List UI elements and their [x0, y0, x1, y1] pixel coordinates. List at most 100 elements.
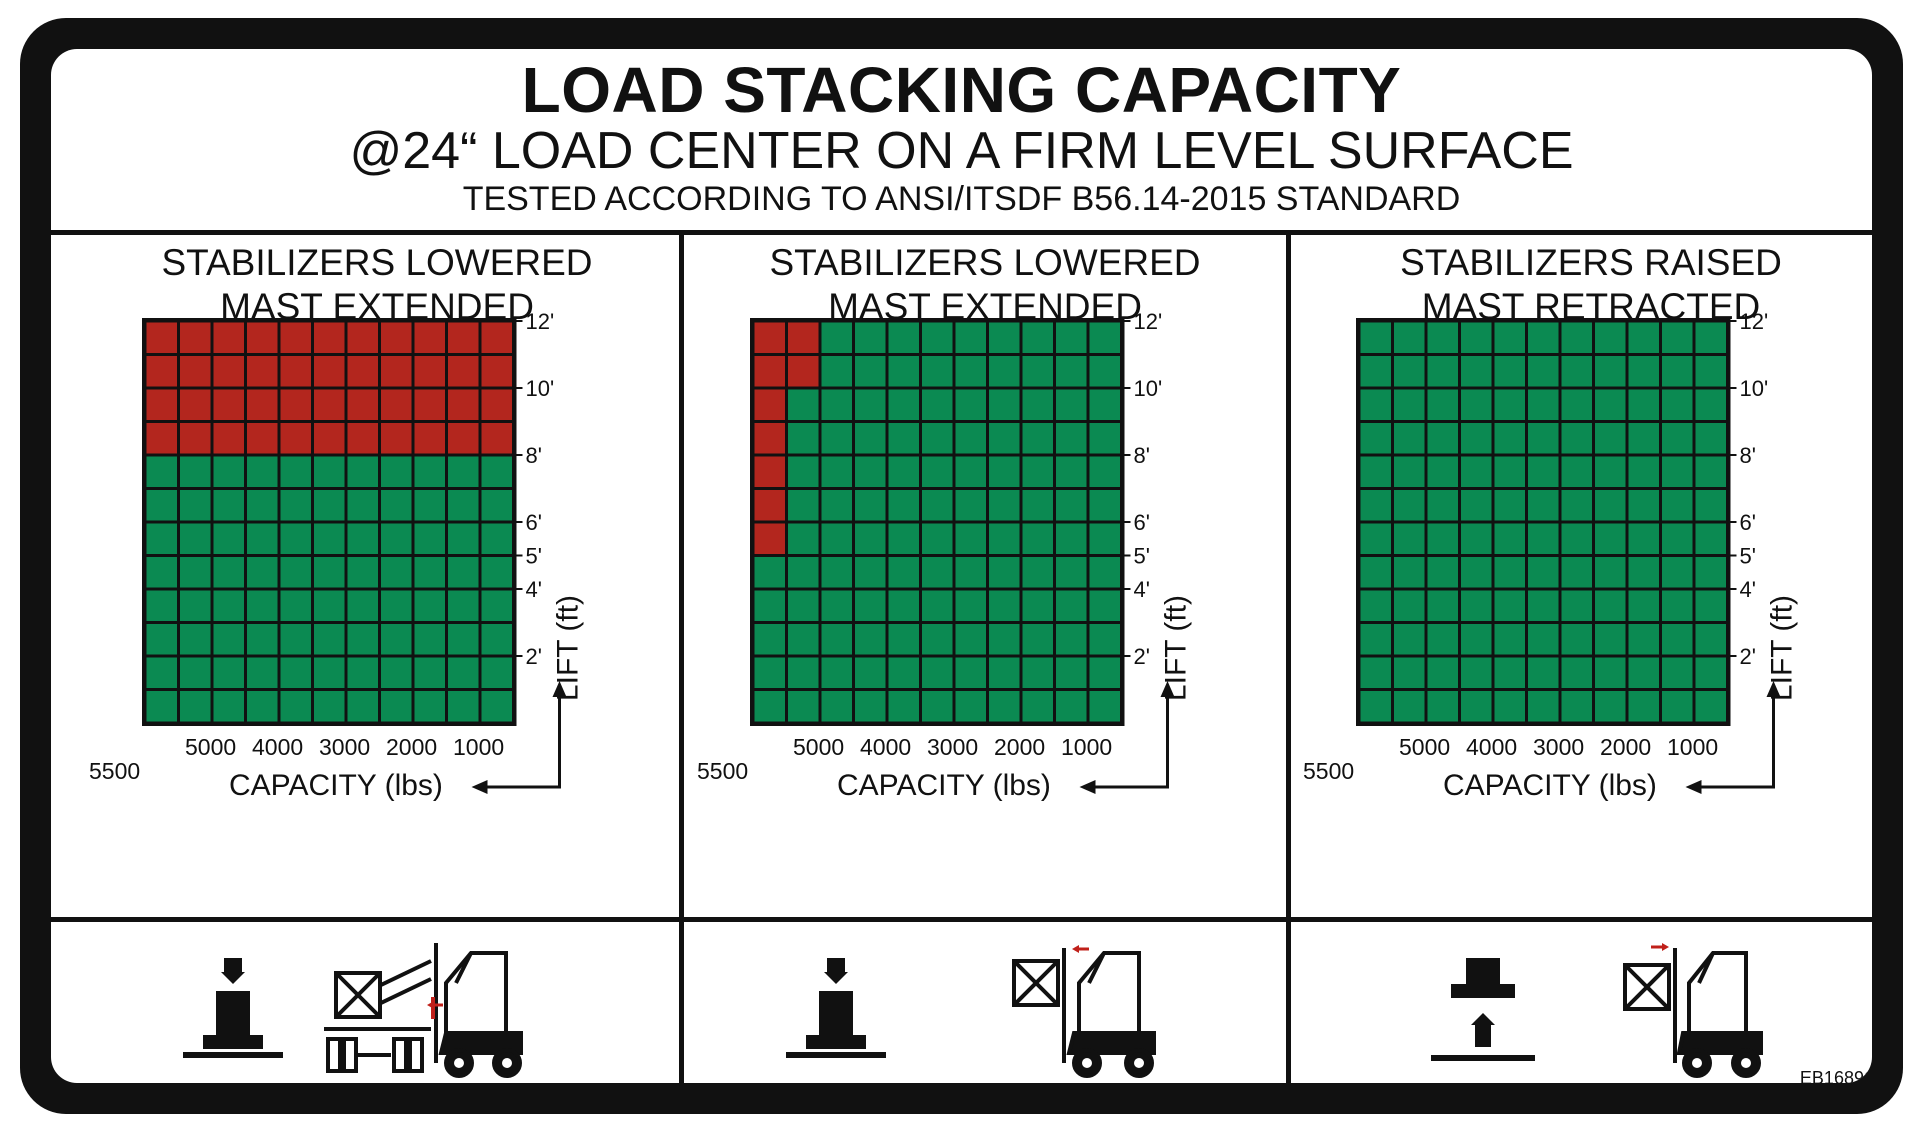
safe-cell: [414, 490, 445, 521]
safe-cell: [855, 657, 886, 688]
move-arrow-icon: [1651, 943, 1669, 951]
safe-cell: [247, 624, 278, 655]
unsafe-cell: [280, 423, 311, 454]
safe-cell: [1022, 590, 1053, 621]
safe-cell: [1662, 523, 1693, 554]
safe-cell: [1427, 423, 1458, 454]
safe-cell: [1494, 624, 1525, 655]
header: LOAD STACKING CAPACITY @24“ LOAD CENTER …: [51, 49, 1872, 232]
safe-cell: [1022, 456, 1053, 487]
safe-cell: [1427, 657, 1458, 688]
safe-cell: [1662, 456, 1693, 487]
safe-cell: [280, 456, 311, 487]
safe-cell: [481, 624, 512, 655]
safe-cell: [788, 456, 819, 487]
safe-cell: [1056, 691, 1087, 722]
safe-cell: [448, 590, 479, 621]
safe-cell: [1022, 523, 1053, 554]
safe-cell: [754, 691, 785, 722]
safe-cell: [855, 389, 886, 420]
safe-cell: [1595, 657, 1626, 688]
safe-cell: [922, 456, 953, 487]
safe-cell: [1595, 691, 1626, 722]
safe-cell: [1695, 523, 1726, 554]
unsafe-cell: [180, 423, 211, 454]
safe-cell: [481, 657, 512, 688]
safe-cell: [213, 557, 244, 588]
safe-cell: [1022, 389, 1053, 420]
safe-cell: [1461, 691, 1492, 722]
safe-cell: [1494, 490, 1525, 521]
safe-cell: [1662, 322, 1693, 353]
safe-cell: [314, 557, 345, 588]
unsafe-cell: [280, 356, 311, 387]
safe-cell: [381, 657, 412, 688]
x-tick-label: 5000: [1399, 734, 1450, 760]
safe-cell: [888, 389, 919, 420]
safe-cell: [1662, 356, 1693, 387]
safe-cell: [1461, 356, 1492, 387]
safe-cell: [1360, 557, 1391, 588]
safe-cell: [280, 657, 311, 688]
safe-cell: [1427, 624, 1458, 655]
safe-cell: [1494, 691, 1525, 722]
unsafe-cell: [314, 356, 345, 387]
y-tick-label: 10': [526, 376, 555, 401]
safe-cell: [1662, 624, 1693, 655]
safe-cell: [922, 624, 953, 655]
chart-title-2: STABILIZERS LOWERED: [769, 242, 1201, 283]
safe-cell: [989, 389, 1020, 420]
safe-cell: [1056, 456, 1087, 487]
safe-cell: [788, 490, 819, 521]
unsafe-cell: [180, 322, 211, 353]
safe-cell: [922, 423, 953, 454]
safe-cell: [1056, 356, 1087, 387]
move-arrow-icon: [427, 997, 443, 1019]
safe-cell: [414, 691, 445, 722]
safe-cell: [180, 490, 211, 521]
safe-cell: [146, 590, 177, 621]
safe-cell: [1056, 490, 1087, 521]
page-subtitle: @24“ LOAD CENTER ON A FIRM LEVEL SURFACE: [349, 122, 1574, 180]
safe-cell: [448, 523, 479, 554]
safe-cell: [314, 523, 345, 554]
safe-cell: [922, 389, 953, 420]
safe-cell: [1628, 624, 1659, 655]
safe-cell: [922, 490, 953, 521]
x-tick-label: 3000: [1533, 734, 1584, 760]
safe-cell: [788, 423, 819, 454]
safe-cell: [1561, 523, 1592, 554]
safe-cell: [448, 624, 479, 655]
safe-cell: [1662, 423, 1693, 454]
safe-cell: [247, 657, 278, 688]
safe-cell: [481, 456, 512, 487]
x-tick-label: 4000: [860, 734, 911, 760]
chart-title-1: STABILIZERS LOWERED: [161, 242, 593, 283]
safe-cell: [788, 523, 819, 554]
x-axis-label: CAPACITY (lbs): [837, 769, 1051, 802]
safe-cell: [1528, 490, 1559, 521]
safe-cell: [381, 691, 412, 722]
safe-cell: [213, 691, 244, 722]
safe-cell: [1022, 423, 1053, 454]
arrow-head-up: [1766, 681, 1781, 697]
safe-cell: [1528, 356, 1559, 387]
safe-cell: [146, 691, 177, 722]
safe-cell: [448, 456, 479, 487]
safe-cell: [1695, 557, 1726, 588]
safe-cell: [180, 557, 211, 588]
chart-panel-2: STABILIZERS LOWERED MAST EXTENDED 12'10'…: [687, 235, 1292, 915]
safe-cell: [788, 590, 819, 621]
safe-cell: [1662, 490, 1693, 521]
safe-cell: [1394, 322, 1425, 353]
safe-cell: [1394, 523, 1425, 554]
x-tick-label: 5000: [793, 734, 844, 760]
safe-cell: [989, 523, 1020, 554]
safe-cell: [1662, 557, 1693, 588]
chart-panel-3: STABILIZERS RAISED MAST RETRACTED 12'10'…: [1293, 235, 1872, 915]
safe-cell: [955, 356, 986, 387]
safe-cell: [1360, 691, 1391, 722]
safe-cell: [247, 490, 278, 521]
standard-note: TESTED ACCORDING TO ANSI/ITSDF B56.14-20…: [462, 180, 1461, 218]
icon-cell-3: EB16891: [1291, 923, 1872, 1083]
